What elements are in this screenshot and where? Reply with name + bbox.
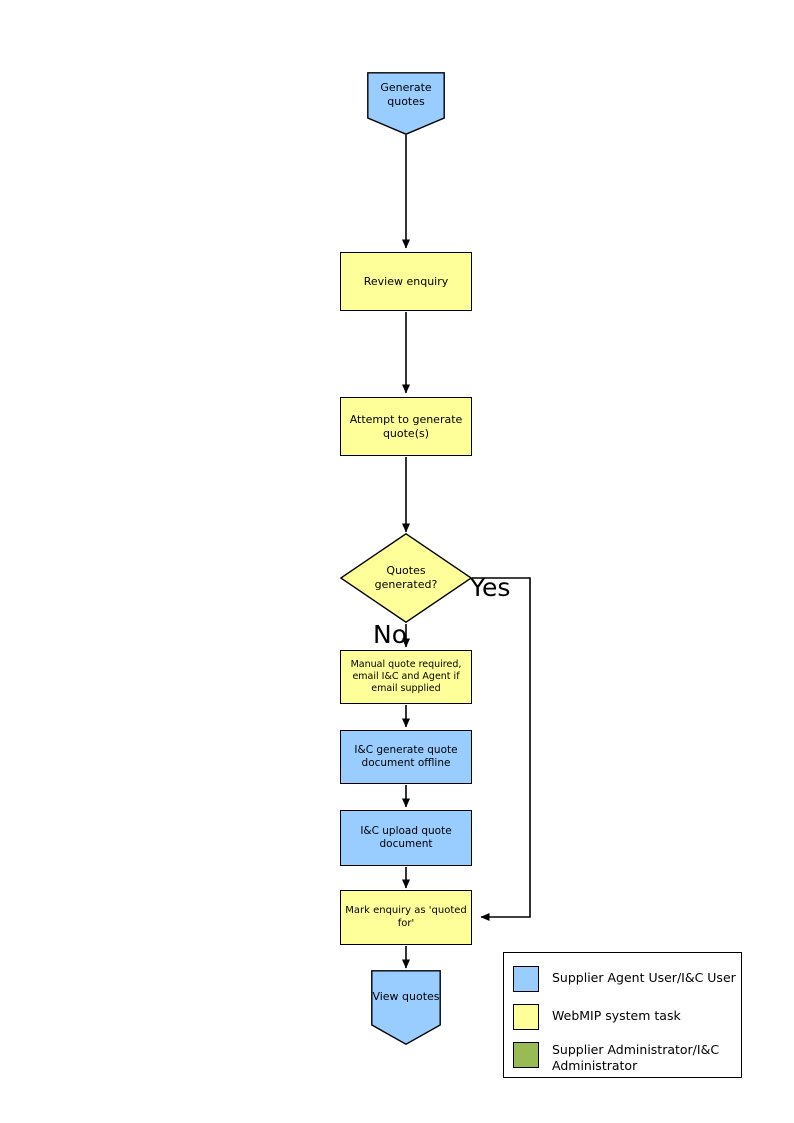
node-label: Quotes generated? <box>374 564 438 591</box>
node-attempt-to-generate-quotes[interactable]: Attempt to generate quote(s) <box>340 397 472 456</box>
legend-item-webmip-system-task: WebMIP system task <box>513 1004 681 1030</box>
node-ic-upload-quote-document[interactable]: I&C upload quote document <box>340 810 472 866</box>
node-label: Review enquiry <box>363 274 449 288</box>
node-label: View quotes <box>372 990 440 1004</box>
node-label: Generate quotes <box>380 80 432 108</box>
legend: Supplier Agent User/I&C User WebMIP syst… <box>503 952 742 1078</box>
legend-swatch-yellow <box>513 1004 539 1030</box>
diamond-shape <box>340 533 472 623</box>
node-mark-enquiry-as-quoted-for[interactable]: Mark enquiry as 'quoted for' <box>340 890 472 945</box>
legend-label: Supplier Administrator/I&C Administrator <box>552 1042 720 1073</box>
pentagon-shape <box>371 970 441 1045</box>
legend-label: WebMIP system task <box>552 1008 681 1023</box>
edge-label-no: No <box>373 620 407 649</box>
node-label: Mark enquiry as 'quoted for' <box>345 905 467 929</box>
legend-swatch-blue <box>513 966 539 992</box>
edge-decision-yes-to-mark <box>472 577 531 921</box>
pentagon-shape <box>367 72 445 135</box>
node-review-enquiry[interactable]: Review enquiry <box>340 252 472 311</box>
node-view-quotes[interactable]: View quotes <box>371 970 441 1045</box>
legend-swatch-green <box>513 1042 539 1068</box>
node-quotes-generated[interactable]: Quotes generated? <box>340 533 472 623</box>
node-ic-generate-quote-document-offline[interactable]: I&C generate quote document offline <box>340 730 472 784</box>
edge-label-yes: Yes <box>470 573 511 602</box>
node-label: Manual quote required, email I&C and Age… <box>350 659 462 694</box>
node-label: Attempt to generate quote(s) <box>349 412 463 440</box>
legend-item-supplier-agent-user: Supplier Agent User/I&C User <box>513 966 736 992</box>
node-manual-quote-required[interactable]: Manual quote required, email I&C and Age… <box>340 650 472 704</box>
node-label: I&C upload quote document <box>360 824 452 850</box>
node-generate-quotes[interactable]: Generate quotes <box>367 72 445 135</box>
legend-label: Supplier Agent User/I&C User <box>552 970 736 985</box>
node-label: I&C generate quote document offline <box>354 743 458 769</box>
legend-item-supplier-administrator: Supplier Administrator/I&C Administrator <box>513 1042 719 1073</box>
